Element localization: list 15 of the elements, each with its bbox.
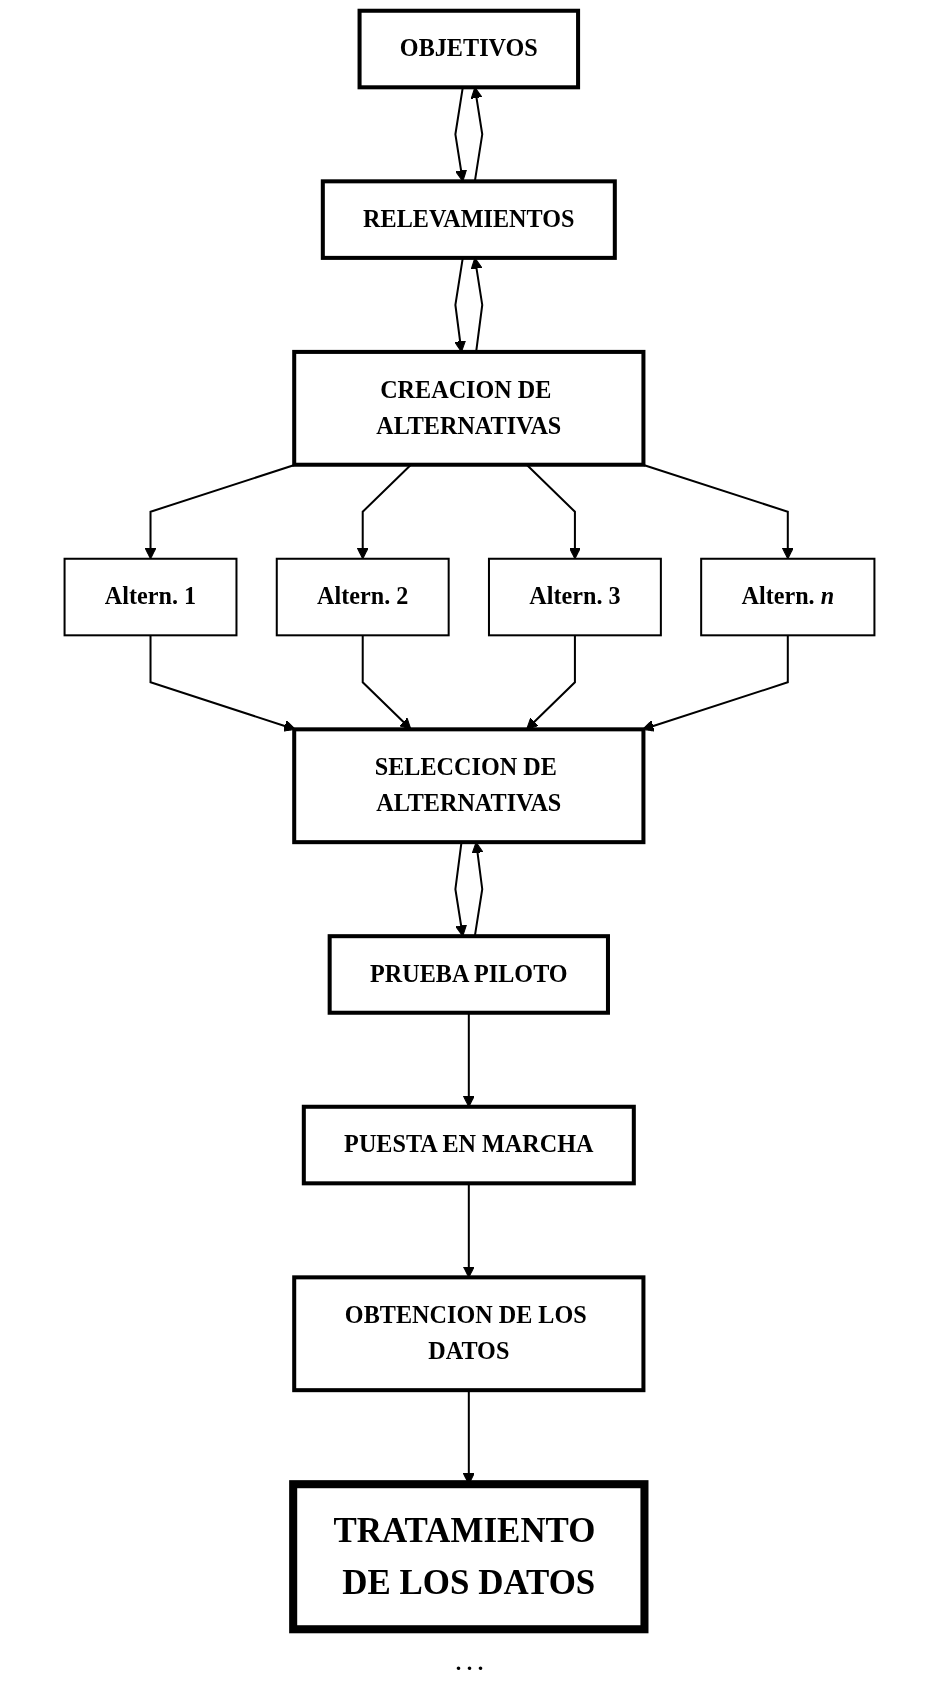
ellipsis-note: . . . bbox=[455, 1650, 484, 1676]
node-box: PUESTA EN MARCHA bbox=[301, 1104, 636, 1186]
node-box: TRATAMIENTO DE LOS DATOS bbox=[289, 1480, 649, 1634]
node-box: Altern. n bbox=[700, 557, 876, 637]
arrow bbox=[642, 635, 789, 732]
node-box: Altern. 1 bbox=[63, 557, 238, 637]
node-box: SELECCION DE ALTERNATIVAS bbox=[292, 727, 646, 845]
node-box: OBJETIVOS bbox=[357, 8, 581, 90]
node-box: Altern. 3 bbox=[487, 557, 662, 637]
node-box: Altern. 2 bbox=[275, 557, 450, 637]
node-box: OBTENCION DE LOS DATOS bbox=[292, 1275, 646, 1393]
node-box: CREACION DE ALTERNATIVAS bbox=[292, 349, 646, 467]
arrow bbox=[149, 635, 296, 732]
node-box: PRUEBA PILOTO bbox=[327, 934, 610, 1015]
node-box: RELEVAMIENTOS bbox=[320, 179, 617, 260]
